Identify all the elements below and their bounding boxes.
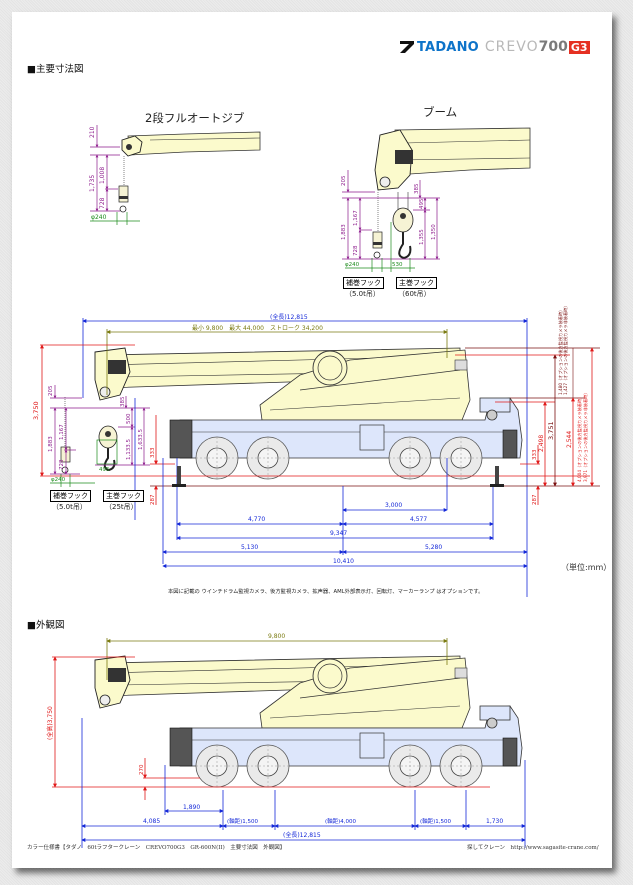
brand-logo: TADANO CREVO 700 G3 xyxy=(400,38,590,56)
exterior-view-crane xyxy=(95,656,522,787)
dim-287-right: 287 xyxy=(532,494,538,505)
dim-287-left: 287 xyxy=(150,494,156,505)
boom-dim-495: 495 xyxy=(419,198,425,209)
side-aux-hook-capacity: （5.0t吊） xyxy=(52,503,87,511)
dim-10410: 10,410 xyxy=(333,558,354,565)
dim-2544: 2,544 xyxy=(566,431,573,448)
exterior-view-dimensions: 9,800 (全高)3,750 270 1,890 4,085 (軸距)1,50… xyxy=(46,633,526,848)
dim-500: 500 xyxy=(126,413,132,424)
exterior-height: (全高)3,750 xyxy=(46,706,54,740)
boom-dim-phi240: φ240 xyxy=(345,262,360,268)
boom-dim-728: 728 xyxy=(353,245,359,256)
exterior-ground-clearance: 270 xyxy=(139,764,145,775)
dim-333-right: 333 xyxy=(532,449,538,460)
boom-aux-hook-capacity: （5.0t吊） xyxy=(345,290,380,298)
boom-dim-1350: 1,350 xyxy=(431,224,437,240)
side-aux-hook-label: 補巻フック xyxy=(50,490,91,502)
jib-dim-1008: 1,008 xyxy=(99,167,106,184)
boom-aux-hook-label: 補巻フック xyxy=(343,277,384,289)
exterior-boom-length: 9,800 xyxy=(268,633,285,640)
unit-label: （単位:mm） xyxy=(561,563,612,572)
exterior-dim-1890: 1,890 xyxy=(183,804,200,811)
dim-4577: 4,577 xyxy=(410,516,427,523)
boom-dim-385: 385 xyxy=(414,183,420,194)
option-note: 本図に記載の ウインチドラム監視カメラ、後方監視カメラ、拡声器、AML外部表示灯… xyxy=(168,589,484,595)
tadano-logo-icon xyxy=(400,41,414,53)
dim-3751: 3,751 xyxy=(547,421,555,440)
brand-name: TADANO xyxy=(417,39,479,55)
dim-height-3750: 3,750 xyxy=(32,401,40,420)
dim-205: 205 xyxy=(48,385,54,396)
footer-title: カラー仕様書【タダノ 60tラフタークレーン CREVO700G3 GR-600… xyxy=(27,845,286,851)
exterior-wheelbase-3: (軸距)1,500 xyxy=(420,817,452,825)
dim-1133-5: 1,133.5 xyxy=(126,439,132,460)
note-1480: 1,480（オプションの後方監視カメラ装着時） xyxy=(557,308,564,395)
jib-detail-drawing: 210 1,735 1,008 728 φ240 xyxy=(89,125,261,225)
dim-385: 385 xyxy=(120,396,126,407)
boom-length-label: 最小 9,800 最大 44,000 ストローク 34,200 xyxy=(192,324,323,332)
boom-dim-1883: 1,883 xyxy=(341,224,347,240)
dim-728: 728 xyxy=(59,459,65,470)
exterior-overall-length: (全長)12,815 xyxy=(283,831,321,839)
dim-5280: 5,280 xyxy=(425,544,442,551)
dim-1633-5: 1,633.5 xyxy=(138,429,144,450)
boom-dim-1167: 1,167 xyxy=(353,210,359,226)
dim-4770: 4,770 xyxy=(248,516,265,523)
dim-2498: 2,498 xyxy=(538,435,545,452)
dim-5130: 5,130 xyxy=(241,544,258,551)
footer-source-link[interactable]: 探してクレーン http://www.sagasite-crane.com/ xyxy=(467,845,599,851)
boom-detail-drawing: 205 385 1,883 1,167 728 495 1,355 1,350 … xyxy=(341,127,531,272)
dim-phi240: φ240 xyxy=(51,477,66,483)
jib-detail-title: 2段フルオートジブ xyxy=(145,111,245,125)
model-word: CREVO xyxy=(484,39,539,55)
exterior-dim-4085: 4,085 xyxy=(143,818,160,825)
jib-dim-phi240: φ240 xyxy=(91,214,107,221)
dim-1167: 1,167 xyxy=(59,424,65,440)
boom-detail-title: ブーム xyxy=(423,105,458,119)
boom-main-hook-label: 主巻フック xyxy=(396,277,437,289)
boom-dim-530: 530 xyxy=(392,262,403,268)
section-title-main-dimensions: ■主要寸法図 xyxy=(27,64,84,75)
exterior-wheelbase-2: (軸距)4,000 xyxy=(325,817,357,825)
exterior-dim-1730: 1,730 xyxy=(486,818,503,825)
note-3971: 3,971（オプションの後方監視カメラ非装着時） xyxy=(582,390,589,482)
side-main-hook-label: 主巻フック xyxy=(103,490,144,502)
note-4004: 4,004（オプションの後方監視カメラ装着時） xyxy=(576,395,583,482)
boom-dim-205: 205 xyxy=(341,175,347,186)
dim-495: 495 xyxy=(99,467,110,473)
dim-3000: 3,000 xyxy=(385,502,402,509)
boom-dim-1355: 1,355 xyxy=(419,229,425,245)
note-1427: 1,427（オプションの後方監視カメラ非装着時） xyxy=(562,303,569,395)
model-suffix-badge: G3 xyxy=(568,40,590,54)
jib-dim-1735: 1,735 xyxy=(89,175,96,192)
side-view-dimensions: (全長)12,815 最小 9,800 最大 44,000 ストローク 34,2… xyxy=(32,303,600,597)
jib-dim-728: 728 xyxy=(99,197,106,209)
model-number: 700 xyxy=(538,39,568,55)
dim-1883: 1,883 xyxy=(48,436,54,452)
section-title-exterior: ■外観図 xyxy=(27,620,65,631)
dim-333-left: 333 xyxy=(150,447,156,458)
boom-main-hook-capacity: （60t吊） xyxy=(398,290,431,298)
jib-dim-210: 210 xyxy=(89,126,96,138)
dim-9347: 9,347 xyxy=(330,530,347,537)
overall-length-label: (全長)12,815 xyxy=(270,313,308,321)
exterior-wheelbase-1: (軸距)1,500 xyxy=(227,817,259,825)
side-main-hook-capacity: （25t吊） xyxy=(105,503,138,511)
